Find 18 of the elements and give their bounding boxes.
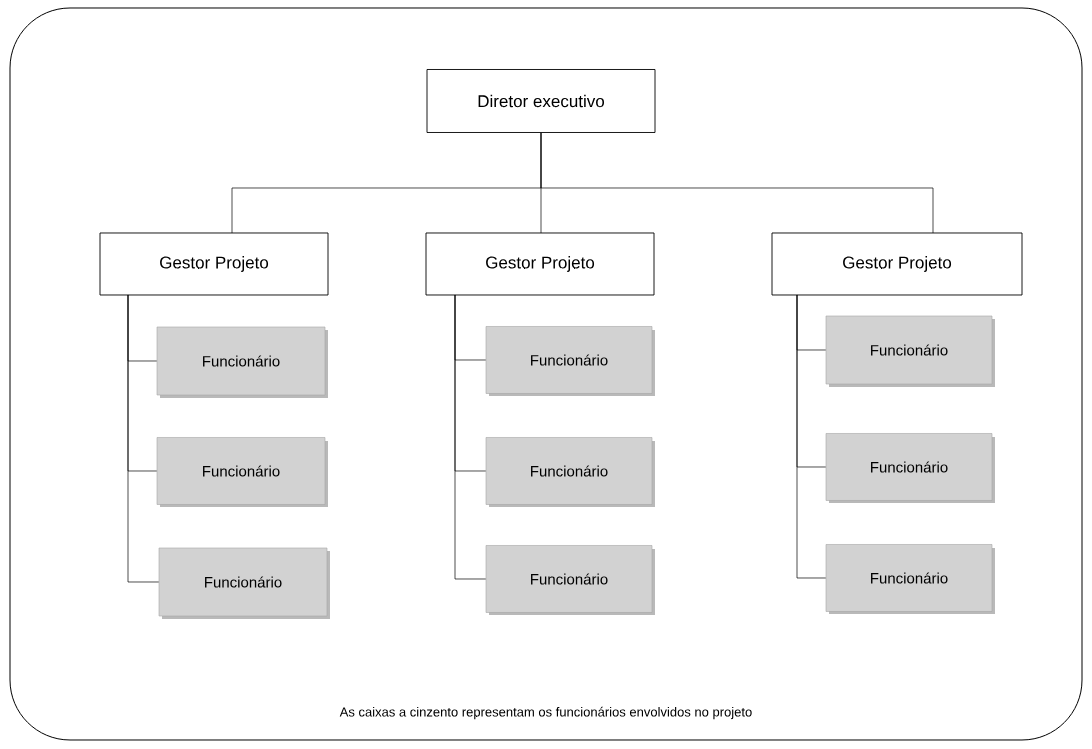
employee-box: Funcionário <box>485 545 653 613</box>
employee-box: Funcionário <box>825 315 993 385</box>
connector-line <box>796 294 827 579</box>
caption: As caixas a cinzento representam os funcionários envolvidos no projeto <box>339 706 752 720</box>
employee-box: Funcionário <box>156 326 326 396</box>
connector-line <box>540 132 934 234</box>
employee-box: Funcionário <box>825 433 993 501</box>
employee-box: Funcionário <box>156 437 326 505</box>
manager-box: Gestor Projeto <box>425 232 655 296</box>
connector-line <box>454 294 487 580</box>
employee-box: Funcionário <box>485 326 653 394</box>
employee-box: Funcionário <box>158 547 328 617</box>
manager-box: Gestor Projeto <box>99 232 329 296</box>
connector-line <box>127 294 160 583</box>
employee-box: Funcionário <box>825 544 993 612</box>
manager-box: Gestor Projeto <box>771 232 1023 296</box>
employee-box: Funcionário <box>485 437 653 505</box>
executive-box: Diretor executivo <box>426 69 656 133</box>
